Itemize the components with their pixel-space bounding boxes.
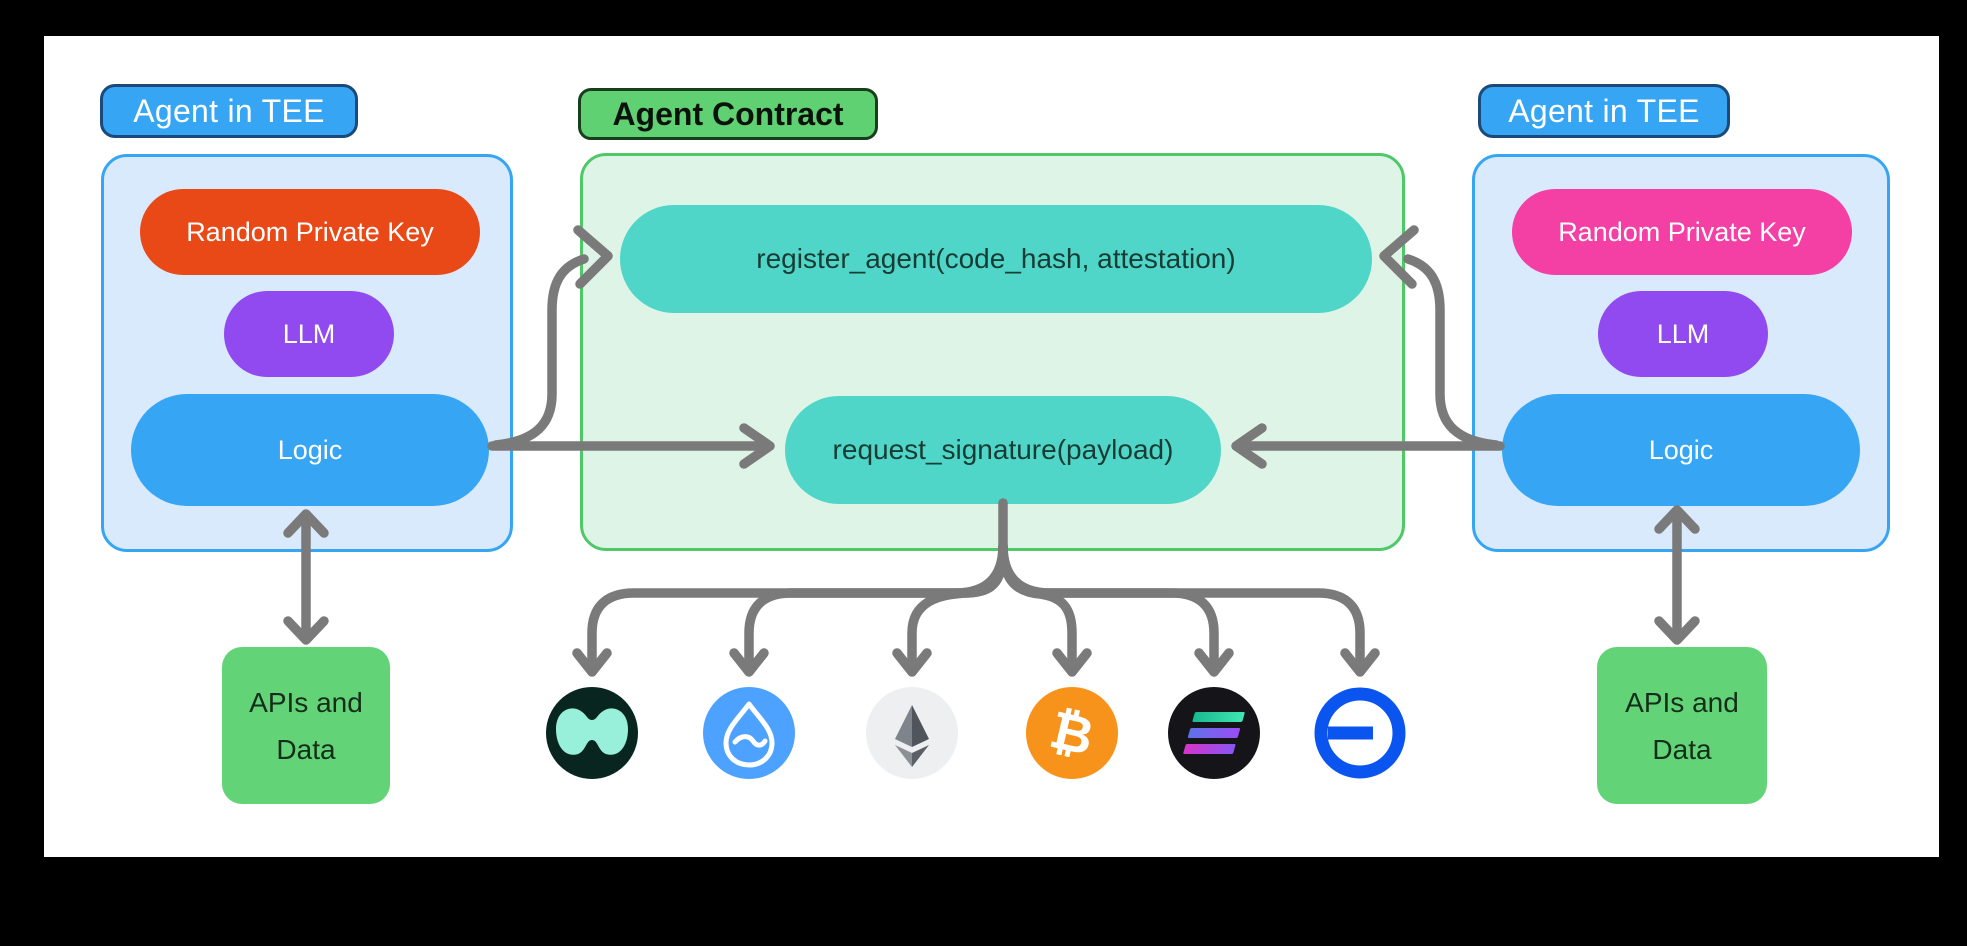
left-logic-pill: Logic: [131, 394, 489, 506]
left-apis-arrowhead-down: [283, 616, 329, 645]
right-random-private-key-text: Random Private Key: [1558, 216, 1806, 247]
left-tee-label: Agent in TEE: [100, 84, 358, 138]
base-icon: [1314, 687, 1406, 779]
agent-contract-label: Agent Contract: [578, 88, 878, 140]
solana-icon: [1168, 687, 1260, 779]
fan-arrowhead-4: [1052, 648, 1092, 677]
register-agent-fn-pill: register_agent(code_hash, attestation): [620, 205, 1372, 313]
right-apis-arrowhead-down: [1654, 616, 1700, 645]
left-llm-text: LLM: [282, 318, 336, 349]
right-logic-pill: Logic: [1502, 394, 1860, 506]
left-llm-pill: LLM: [224, 291, 394, 377]
fan-arrowhead-1: [572, 648, 612, 677]
left-tee-label-text: Agent in TEE: [133, 92, 325, 129]
register-agent-fn-text: register_agent(code_hash, attestation): [756, 243, 1236, 274]
fan-branch-4: [998, 541, 1077, 669]
fan-branch-2: [744, 541, 1008, 669]
right-apis-data-box: APIs and Data: [1597, 647, 1767, 804]
request-signature-fn-pill: request_signature(payload): [785, 396, 1221, 504]
right-apis-line1: APIs and: [1625, 686, 1739, 718]
fan-branch-3: [907, 541, 1008, 669]
left-random-private-key-text: Random Private Key: [186, 216, 434, 247]
left-apis-line2: Data: [276, 733, 336, 765]
right-tee-label-text: Agent in TEE: [1508, 92, 1700, 129]
right-random-private-key-pill: Random Private Key: [1512, 189, 1852, 275]
sui-icon: [703, 687, 795, 779]
diagram-canvas: Agent in TEE Random Private Key LLM Logi…: [44, 36, 1939, 857]
fan-arrowhead-6: [1340, 648, 1380, 677]
agent-contract-label-text: Agent Contract: [612, 95, 844, 132]
request-signature-fn-text: request_signature(payload): [832, 434, 1174, 465]
right-tee-label: Agent in TEE: [1478, 84, 1730, 138]
left-apis-data-box: APIs and Data: [222, 647, 390, 804]
left-logic-text: Logic: [277, 434, 343, 465]
hyperliquid-icon: [546, 687, 638, 779]
fan-arrowhead-3: [892, 648, 932, 677]
left-apis-line1: APIs and: [249, 686, 363, 718]
left-random-private-key-pill: Random Private Key: [140, 189, 480, 275]
fan-arrowhead-2: [729, 648, 769, 677]
bitcoin-icon: ₿: [1026, 687, 1118, 779]
fan-branch-6: [998, 541, 1365, 669]
right-llm-text: LLM: [1656, 318, 1710, 349]
fan-branch-5: [998, 541, 1219, 669]
right-llm-pill: LLM: [1598, 291, 1768, 377]
fan-branch-1: [587, 541, 1008, 669]
right-logic-text: Logic: [1648, 434, 1714, 465]
fan-arrowhead-5: [1194, 648, 1234, 677]
ethereum-icon: [866, 687, 958, 779]
right-apis-line2: Data: [1652, 733, 1712, 765]
